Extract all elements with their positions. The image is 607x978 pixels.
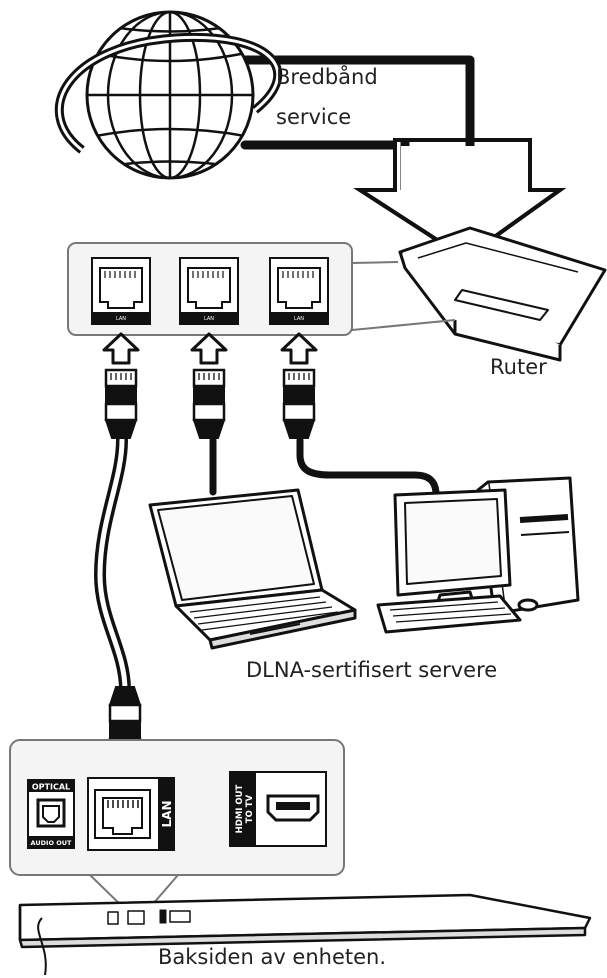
up-arrows [102,332,318,365]
desktop-computer-icon [376,476,580,634]
rj45-plug-icon [282,368,316,439]
optical-audio-port: OPTICAL AUDIO OUT [27,779,75,849]
broadband-service-label-line2: service [276,105,352,129]
device-rear-label: Baksiden av enheten. [158,945,387,969]
device-lan-cable [94,434,131,696]
desktop-lan-cable [296,436,440,496]
router-lan-label: LAN [204,316,214,322]
broadband-cable-lower [240,140,410,195]
audio-out-label: AUDIO OUT [31,839,73,847]
up-arrow-icon [102,332,140,365]
dlna-servers-label: DLNA-sertifisert servere [246,658,498,682]
laptop-icon [148,488,357,650]
router-plugs [104,368,316,439]
hdmi-label-line2: TO TV [245,794,255,823]
router-lan-label: LAN [294,316,304,322]
router-icon [398,226,607,362]
device-lan-label: LAN [160,801,174,828]
up-arrow-icon [280,332,318,365]
rj45-plug-icon [104,368,138,439]
router-lan-port: LAN [179,257,239,325]
hdmi-label-line1: HDMI OUT [235,784,245,833]
optical-label: OPTICAL [32,783,70,792]
rj45-plug-icon [192,368,226,439]
cables [94,55,475,696]
broadband-service-label-line1: Bredbånd [276,65,378,89]
router-ports: LAN LAN LAN [91,257,329,325]
router-lan-label: LAN [116,316,126,322]
player-device-icon [18,893,592,976]
router-lan-port: LAN [269,257,329,325]
hdmi-out-port: HDMI OUT TO TV [229,771,327,847]
globe-icon [54,10,283,180]
router-lan-port: LAN [91,257,151,325]
up-arrow-icon [190,332,228,365]
broadband-cable-upper [220,55,475,175]
device-rear-panel: OPTICAL AUDIO OUT LAN HDMI OUT TO TV [9,739,345,913]
router-label: Ruter [490,355,547,379]
device-lan-port: LAN [87,777,175,851]
